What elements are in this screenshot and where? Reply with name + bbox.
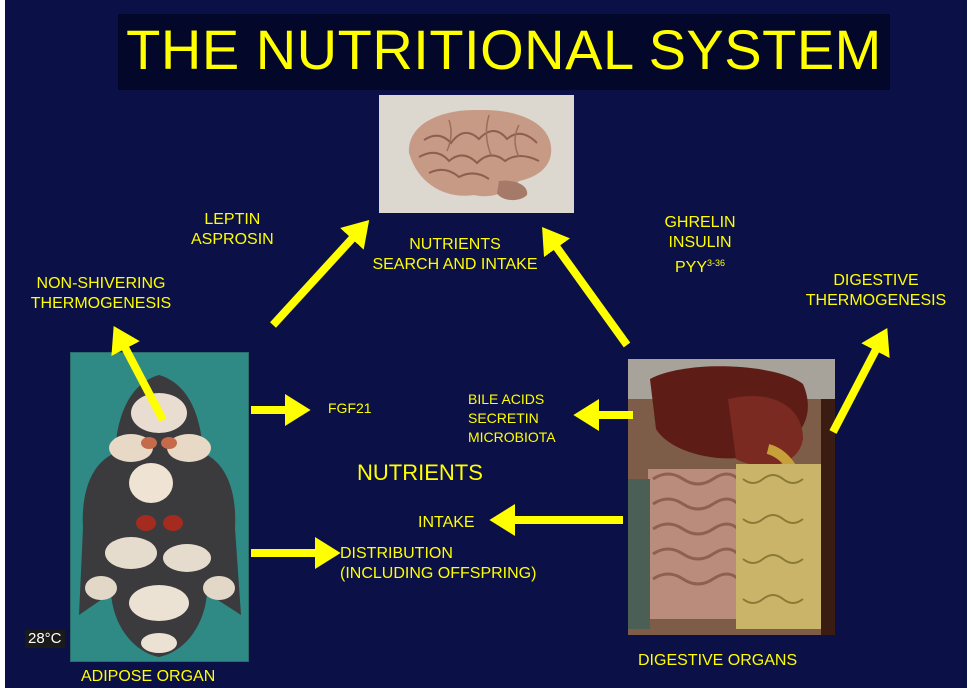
pyy-text: PYY3-36 [660,253,740,278]
pyy-main: PYY [675,259,707,276]
distribution-line1: DISTRIBUTION [340,544,536,564]
leptin-text: LEPTIN [191,210,274,230]
digestive-thermogenesis-label: DIGESTIVE THERMOGENESIS [790,271,962,311]
adipose-organ-label: ADIPOSE ORGAN [81,667,215,687]
intake-label: INTAKE [418,513,475,533]
page-title: THE NUTRITIONAL SYSTEM [118,18,890,82]
bile-acids-text: BILE ACIDS [468,390,556,409]
non-shivering-line1: NON-SHIVERING [11,274,191,294]
fgf21-label: FGF21 [328,399,372,418]
arrow-adipose-to-brain [273,230,360,325]
distribution-line2: (INCLUDING OFFSPRING) [340,564,536,584]
digestive-organs-label: DIGESTIVE ORGANS [638,651,797,671]
insulin-text: INSULIN [660,233,740,253]
adipose-organ-image [70,352,249,662]
nutrients-search-label: NUTRIENTS SEARCH AND INTAKE [355,235,555,275]
brain-image [379,95,574,213]
pyy-superscript: 3-36 [707,258,725,268]
digestive-thermo-line1: DIGESTIVE [790,271,962,291]
non-shivering-thermogenesis-label: NON-SHIVERING THERMOGENESIS [11,274,191,314]
distribution-label: DISTRIBUTION (INCLUDING OFFSPRING) [340,544,536,584]
non-shivering-line2: THERMOGENESIS [11,294,191,314]
arrow-digestive-to-brain [550,238,627,345]
slide: THE NUTRITIONAL SYSTEM [5,0,967,688]
ghrelin-insulin-pyy-label: GHRELIN INSULIN PYY3-36 [660,213,740,278]
asprosin-text: ASPROSIN [191,230,274,250]
nutrients-search-line2: SEARCH AND INTAKE [355,255,555,275]
nutrients-search-line1: NUTRIENTS [355,235,555,255]
secretin-text: SECRETIN [468,409,556,428]
temperature-label: 28°C [25,630,65,648]
leptin-asprosin-label: LEPTIN ASPROSIN [191,210,274,250]
arrow-digestive-thermogenesis [833,340,881,432]
bile-secretin-microbiota-label: BILE ACIDS SECRETIN MICROBIOTA [468,390,556,447]
digestive-organs-image [628,359,835,635]
digestive-thermo-line2: THERMOGENESIS [790,291,962,311]
ghrelin-text: GHRELIN [660,213,740,233]
nutrients-center-label: NUTRIENTS [357,460,483,486]
microbiota-text: MICROBIOTA [468,428,556,447]
title-banner: THE NUTRITIONAL SYSTEM [118,14,890,90]
